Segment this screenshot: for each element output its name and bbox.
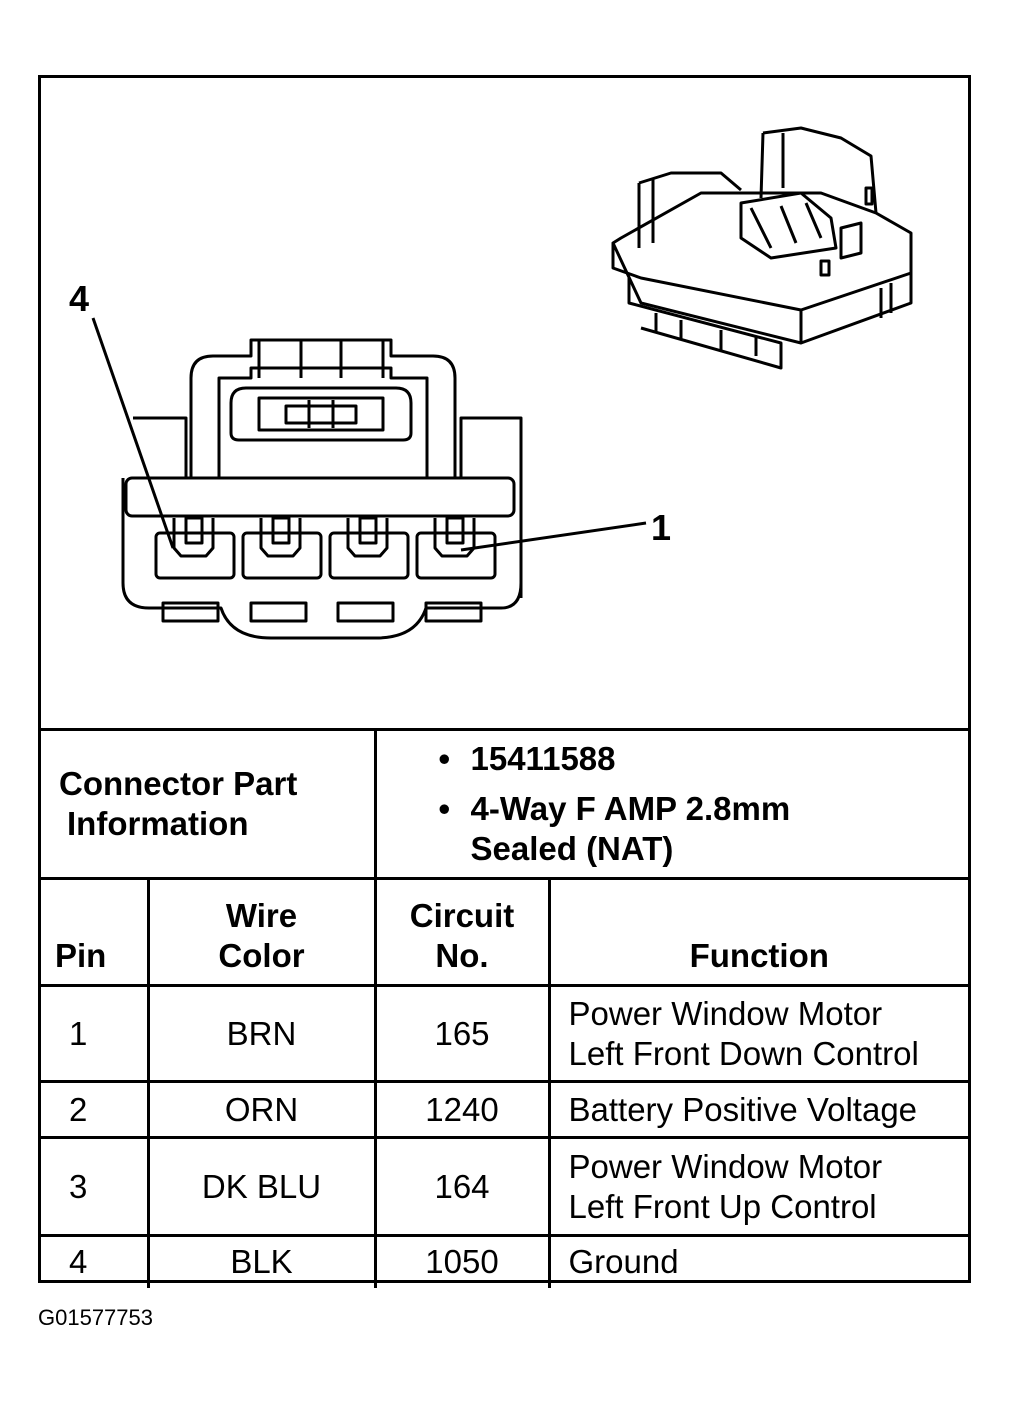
table-header-row: Pin Wire Color Circuit No. Function	[41, 877, 968, 987]
header-circuit-no: Circuit No.	[373, 877, 551, 987]
table-row: 2 ORN 1240 Battery Positive Voltage	[41, 1080, 968, 1139]
circuit-cell: 1240	[373, 1080, 551, 1139]
connector-illustration: 4 1	[41, 78, 968, 728]
connector-isometric-view	[611, 126, 913, 370]
pin-cell: 1	[41, 984, 150, 1083]
callout-label-1: 1	[651, 507, 671, 548]
header-function: Function	[547, 877, 968, 987]
header-wire-color: Wire Color	[146, 877, 377, 987]
function-cell: Ground	[547, 1234, 968, 1288]
circuit-cell: 164	[373, 1136, 551, 1237]
function-cell: Battery Positive Voltage	[547, 1080, 968, 1139]
table-row: 4 BLK 1050 Ground	[41, 1234, 968, 1288]
function-cell: Power Window Motor Left Front Up Control	[547, 1136, 968, 1237]
callout-leader-4	[91, 317, 175, 549]
connector-diagram-frame: 4 1 Connector Part Information • 1541158…	[38, 75, 971, 1288]
connector-info-row: Connector Part Information • 15411588 • …	[41, 728, 969, 880]
pin-cell: 2	[41, 1080, 150, 1139]
figure-id: G01577753	[38, 1305, 153, 1330]
callout-label-4: 4	[69, 278, 89, 319]
callout-leader-1	[460, 521, 647, 552]
connector-description: • 4-Way F AMP 2.8mm Sealed (NAT)	[438, 790, 791, 867]
connector-front-view	[121, 338, 523, 640]
pin-cell: 4	[41, 1234, 150, 1288]
table-row: 1 BRN 165 Power Window Motor Left Front …	[41, 984, 968, 1083]
circuit-cell: 165	[373, 984, 551, 1083]
connector-drawing: 4 1	[69, 126, 913, 640]
wire-color-cell: BRN	[146, 984, 377, 1083]
header-pin: Pin	[41, 877, 150, 987]
part-number-line: • 15411588	[377, 739, 969, 779]
function-cell: Power Window Motor Left Front Down Contr…	[547, 984, 968, 1083]
connector-info-label: Connector Part Information	[41, 728, 377, 880]
wire-color-cell: BLK	[146, 1234, 377, 1288]
pin-cell: 3	[41, 1136, 150, 1237]
part-number: 15411588	[470, 740, 616, 777]
table-row: 3 DK BLU 164 Power Window Motor Left Fro…	[41, 1136, 968, 1237]
circuit-cell: 1050	[373, 1234, 551, 1288]
connector-pinout-table: Connector Part Information • 15411588 • …	[41, 728, 968, 1288]
connector-info-value: • 15411588 • 4-Way F AMP 2.8mm Sealed (N…	[373, 728, 969, 880]
wire-color-cell: DK BLU	[146, 1136, 377, 1237]
pin-cavities	[154, 516, 497, 580]
wire-color-cell: ORN	[146, 1080, 377, 1139]
